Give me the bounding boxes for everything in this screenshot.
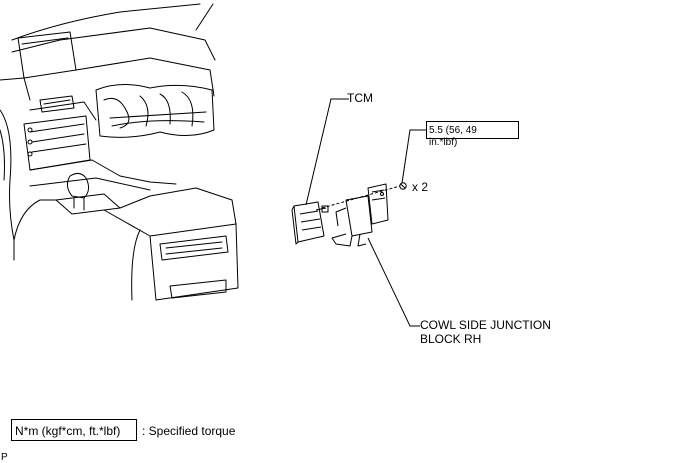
corner-letter: P xyxy=(1,452,8,463)
torque-spec-box xyxy=(426,121,519,139)
cowl-junction-label-line2: BLOCK RH xyxy=(420,332,482,346)
torque-value-line2: in.*lbf) xyxy=(429,137,458,148)
torque-value-line1: 5.5 (56, 49 xyxy=(429,125,477,136)
tcm-unit-illustration xyxy=(291,201,329,245)
legend-unit-text: N*m (kgf*cm, ft.*lbf) xyxy=(15,424,121,438)
legend-torque-box xyxy=(11,419,137,441)
vehicle-interior-illustration xyxy=(0,3,239,301)
bolt-quantity-label: x 2 xyxy=(412,180,429,194)
leader-lines xyxy=(305,98,426,327)
bolt-icon xyxy=(399,182,407,190)
legend-meaning-text: : Specified torque xyxy=(142,424,236,438)
cowl-junction-label-line1: COWL SIDE JUNCTION xyxy=(420,318,551,332)
tcm-label: TCM xyxy=(347,91,373,105)
junction-block-illustration xyxy=(331,183,389,247)
